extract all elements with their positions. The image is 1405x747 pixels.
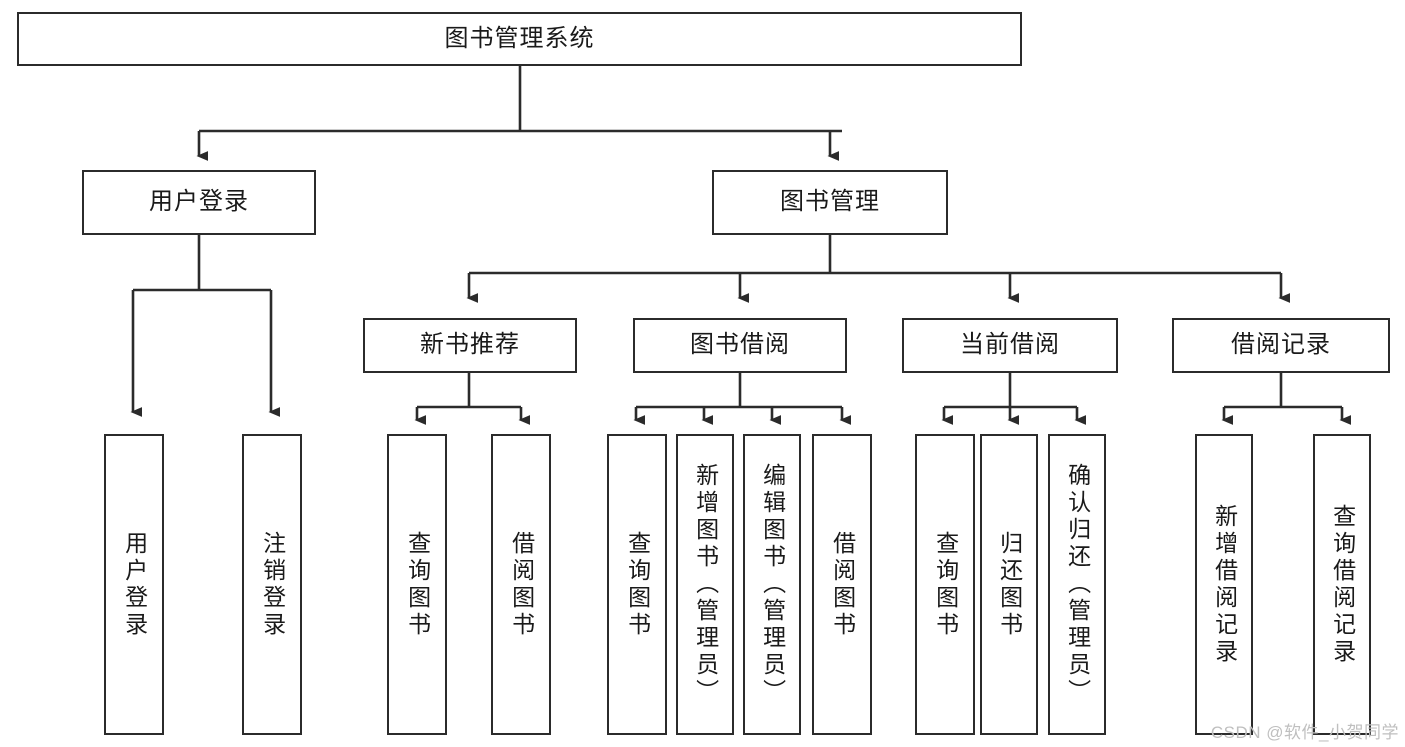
leaf-user-login-label: 用户登录 (121, 530, 148, 639)
node-user-login-label: 用户登录 (149, 188, 249, 216)
node-current-borrow-label: 当前借阅 (960, 331, 1060, 359)
leaf-query-borrow-record-label: 查询借阅记录 (1329, 503, 1356, 666)
leaf-borrow-book-borrow-label: 借阅图书 (829, 530, 856, 639)
node-root[interactable]: 图书管理系统 (17, 12, 1022, 66)
leaf-query-borrow-record[interactable]: 查询借阅记录 (1313, 434, 1371, 735)
node-root-label: 图书管理系统 (444, 24, 595, 52)
leaf-query-book-borrow[interactable]: 查询图书 (607, 434, 667, 735)
node-book-borrow[interactable]: 图书借阅 (633, 318, 847, 373)
node-new-book-recommend-label: 新书推荐 (420, 331, 520, 359)
node-borrow-record[interactable]: 借阅记录 (1172, 318, 1390, 373)
node-current-borrow[interactable]: 当前借阅 (902, 318, 1118, 373)
leaf-add-book-admin[interactable]: 新增图书（管理员） (676, 434, 734, 735)
leaf-user-login[interactable]: 用户登录 (104, 434, 164, 735)
leaf-confirm-return-admin-label: 确认归还（管理员） (1064, 463, 1091, 706)
node-book-manage-label: 图书管理 (780, 188, 880, 216)
leaf-query-book-recommend-label: 查询图书 (404, 530, 431, 639)
leaf-query-book-borrow-label: 查询图书 (624, 530, 651, 639)
leaf-confirm-return-admin[interactable]: 确认归还（管理员） (1048, 434, 1106, 735)
leaf-borrow-book-recommend[interactable]: 借阅图书 (491, 434, 551, 735)
leaf-borrow-book-recommend-label: 借阅图书 (508, 530, 535, 639)
leaf-add-borrow-record[interactable]: 新增借阅记录 (1195, 434, 1253, 735)
node-new-book-recommend[interactable]: 新书推荐 (363, 318, 577, 373)
leaf-borrow-book-borrow[interactable]: 借阅图书 (812, 434, 872, 735)
leaf-query-book-current[interactable]: 查询图书 (915, 434, 975, 735)
leaf-return-book[interactable]: 归还图书 (980, 434, 1038, 735)
leaf-query-book-current-label: 查询图书 (932, 530, 959, 639)
leaf-edit-book-admin-label: 编辑图书（管理员） (759, 463, 786, 706)
node-borrow-record-label: 借阅记录 (1231, 331, 1331, 359)
node-book-borrow-label: 图书借阅 (690, 331, 790, 359)
leaf-logout-label: 注销登录 (259, 530, 286, 639)
leaf-add-borrow-record-label: 新增借阅记录 (1211, 503, 1238, 666)
leaf-add-book-admin-label: 新增图书（管理员） (692, 463, 719, 706)
leaf-logout[interactable]: 注销登录 (242, 434, 302, 735)
leaf-query-book-recommend[interactable]: 查询图书 (387, 434, 447, 735)
node-book-manage[interactable]: 图书管理 (712, 170, 948, 235)
leaf-return-book-label: 归还图书 (996, 530, 1023, 639)
leaf-edit-book-admin[interactable]: 编辑图书（管理员） (743, 434, 801, 735)
node-user-login[interactable]: 用户登录 (82, 170, 316, 235)
